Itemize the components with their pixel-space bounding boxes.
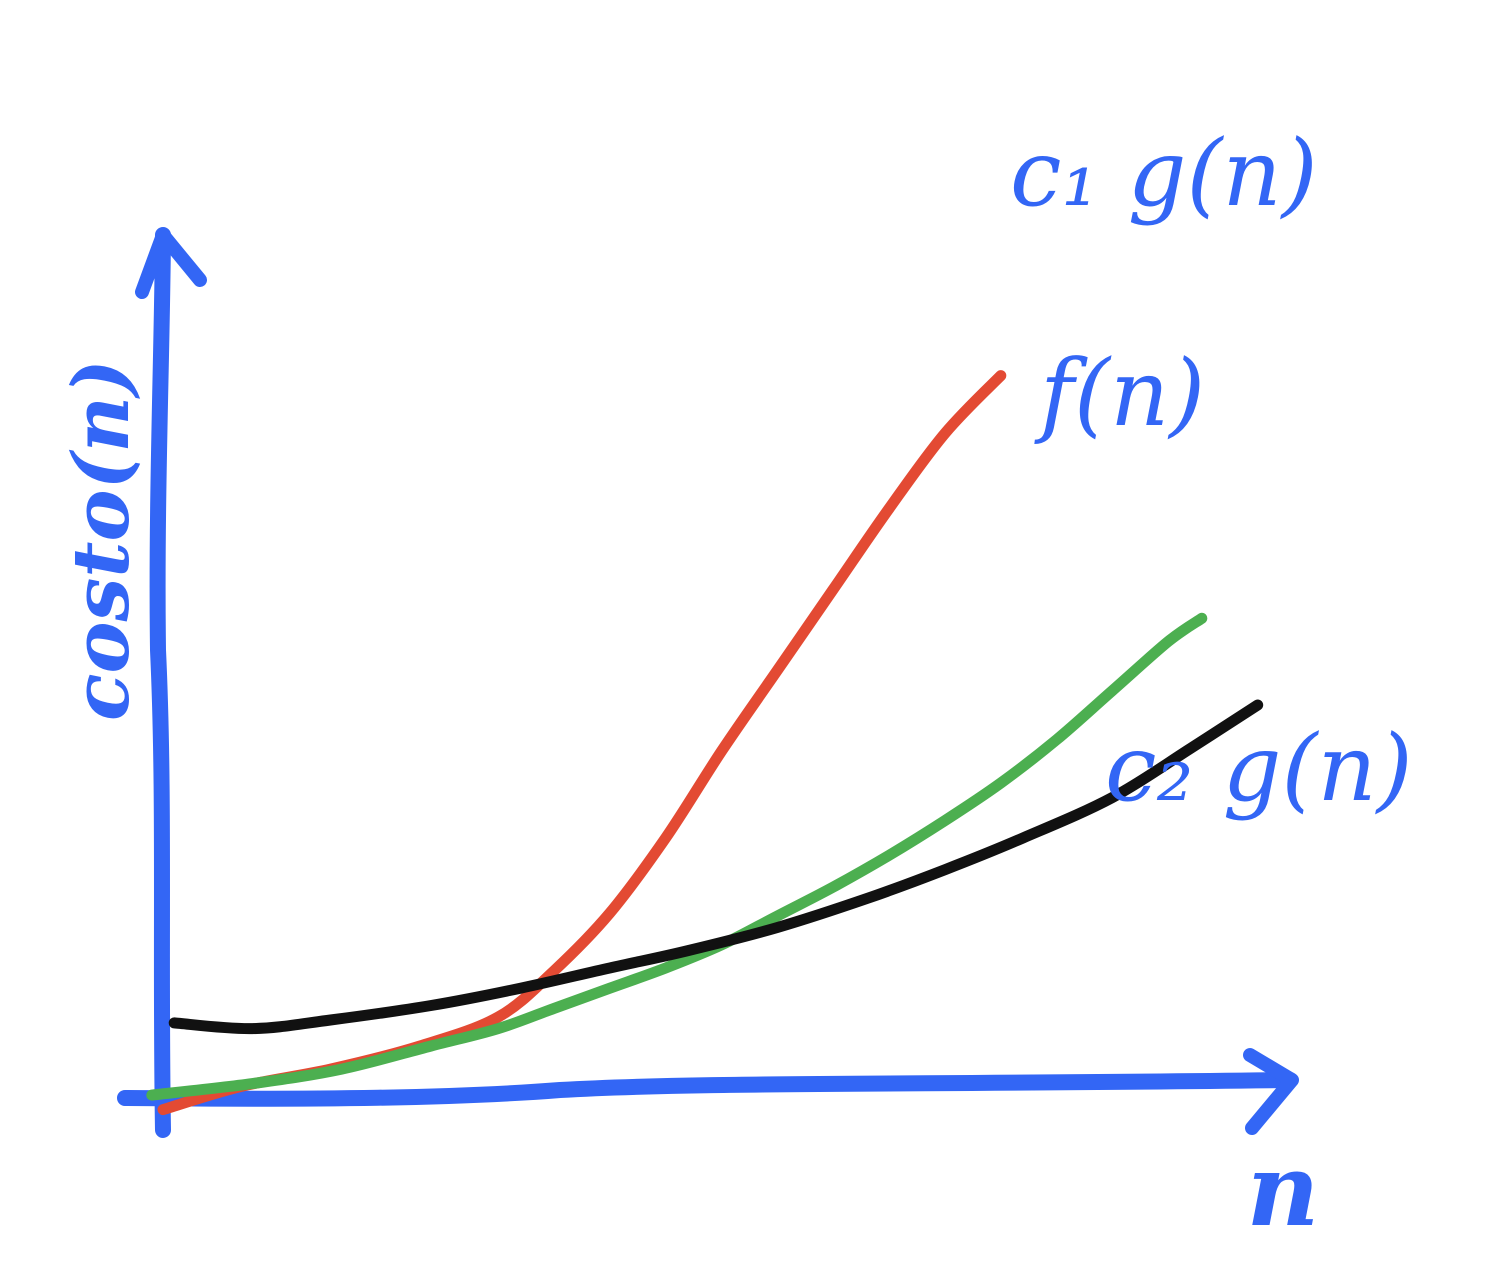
series-label-f-n: f(n): [1034, 340, 1205, 447]
series-layer: [146, 370, 1264, 1116]
x-axis-line: [117, 1072, 1298, 1107]
y-axis-line: [149, 227, 171, 1138]
series-c2-g-n-line: [168, 699, 1264, 1035]
x-axis-arrowhead: [1243, 1048, 1299, 1135]
axes: [117, 227, 1299, 1138]
series-label-c2-g-n: c₂ g(n): [1105, 715, 1413, 822]
x-axis-label: n: [1247, 1131, 1320, 1249]
series-label-c1-g-n: c₁ g(n): [1010, 120, 1318, 227]
y-axis-label: costo(n): [56, 359, 147, 721]
y-axis-arrowhead: [135, 228, 207, 299]
